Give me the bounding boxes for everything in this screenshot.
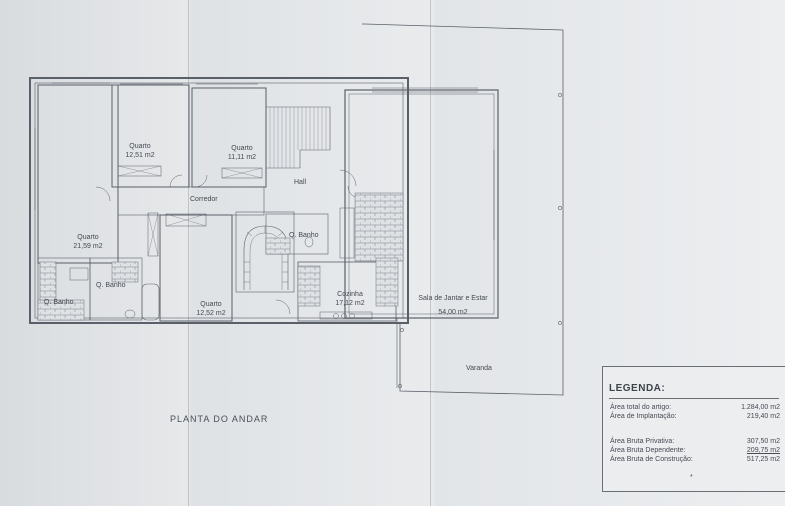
legend-label: Área Bruta Privativa: xyxy=(610,438,675,445)
legend-row: Área Bruta Dependente: 209,75 m2 xyxy=(610,446,780,455)
room-name: Quarto xyxy=(231,145,253,152)
legend-value: 517,25 m2 xyxy=(746,456,780,463)
legend-title: LEGENDA: xyxy=(609,383,666,394)
room-corredor: Corredor xyxy=(190,196,218,203)
legend-box: LEGENDA: Área total do artigo: 1.284,00 … xyxy=(602,366,785,492)
legend-value: 209,75 m2 xyxy=(746,447,780,454)
room-sala: Sala de Jantar e Estar 54,00 m2 xyxy=(408,294,498,317)
legend-value: 307,50 m2 xyxy=(746,438,780,445)
legend-label: Área de Implantação: xyxy=(610,413,677,420)
room-area: 12,52 m2 xyxy=(196,310,226,317)
room-area: 54,00 m2 xyxy=(438,309,468,316)
legend-value: 219,40 m2 xyxy=(746,413,780,420)
room-banho2: Q. Banho xyxy=(96,282,126,289)
room-name: Cozinha xyxy=(337,291,363,298)
room-quarto2: Quarto 11,11 m2 xyxy=(218,144,266,162)
legend-divider xyxy=(609,398,779,399)
legend-value: 1.284,00 m2 xyxy=(741,404,780,411)
room-quarto4: Quarto 12,52 m2 xyxy=(187,300,235,318)
legend-label: Área total do artigo: xyxy=(610,404,672,411)
paper-fold xyxy=(188,0,189,506)
room-banho1: Q. Banho xyxy=(289,232,319,239)
room-area: 21,59 m2 xyxy=(73,243,103,250)
quarto4-walls xyxy=(159,214,233,322)
plan-caption: PLANTA DO ANDAR xyxy=(170,414,269,424)
room-banho3: Q. Banho xyxy=(44,299,74,306)
legend-label: Área Bruta de Construção: xyxy=(610,456,693,463)
room-name: Sala de Jantar e Estar xyxy=(418,295,488,302)
legend-row: Área Bruta Privativa: 307,50 m2 xyxy=(610,437,780,446)
room-quarto1: Quarto 12,51 m2 xyxy=(116,142,164,160)
paper-fold xyxy=(430,0,431,506)
legend-row: Área total do artigo: 1.284,00 m2 xyxy=(610,403,780,412)
room-name: Quarto xyxy=(77,234,99,241)
room-hall: Hall xyxy=(294,179,307,186)
quarto2-walls xyxy=(191,87,267,188)
varanda-outline xyxy=(362,23,564,396)
room-area: 17,12 m2 xyxy=(335,300,365,307)
room-area: 11,11 m2 xyxy=(227,154,257,161)
room-cozinha: Cozinha 17,12 m2 xyxy=(326,290,374,308)
room-name: Quarto xyxy=(200,301,222,308)
legend-mark: * xyxy=(690,474,693,481)
quarto1-walls xyxy=(111,84,190,188)
legend-row: Área de Implantação: 219,40 m2 xyxy=(610,412,780,421)
legend-row: Área Bruta de Construção: 517,25 m2 xyxy=(610,455,780,464)
room-quarto3: Quarto 21,59 m2 xyxy=(60,233,116,251)
room-area: 12,51 m2 xyxy=(125,152,155,159)
legend-label: Área Bruta Dependente: xyxy=(610,447,686,454)
outer-wall xyxy=(29,77,409,324)
room-name: Quarto xyxy=(129,143,151,150)
room-varanda: Varanda xyxy=(466,365,492,372)
